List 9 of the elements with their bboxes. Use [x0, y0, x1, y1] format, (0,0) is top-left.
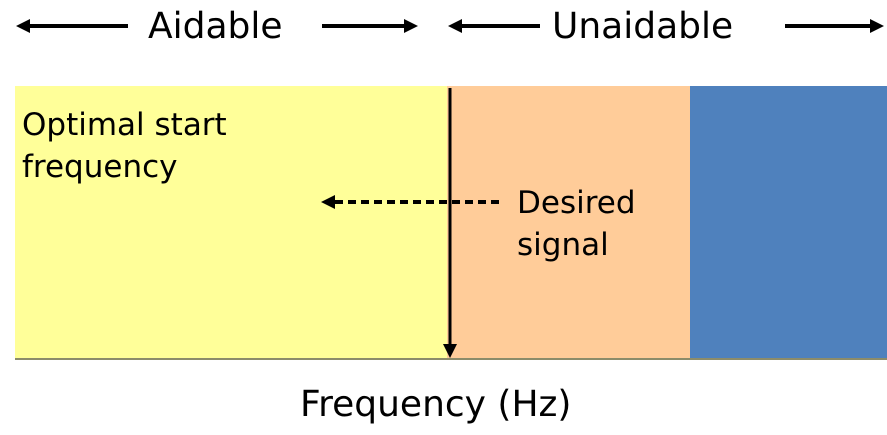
band-label: Desired signal — [517, 184, 637, 265]
frequency-band — [690, 86, 887, 358]
frequency-band — [447, 86, 690, 358]
range-label: Aidable — [148, 6, 283, 48]
frequency-band — [15, 86, 447, 358]
axis-label: Frequency (Hz) — [300, 384, 572, 426]
dashed-arrow — [321, 195, 499, 209]
range-label: Unaidable — [552, 6, 734, 48]
band-label: Optimal start frequency — [22, 106, 228, 187]
